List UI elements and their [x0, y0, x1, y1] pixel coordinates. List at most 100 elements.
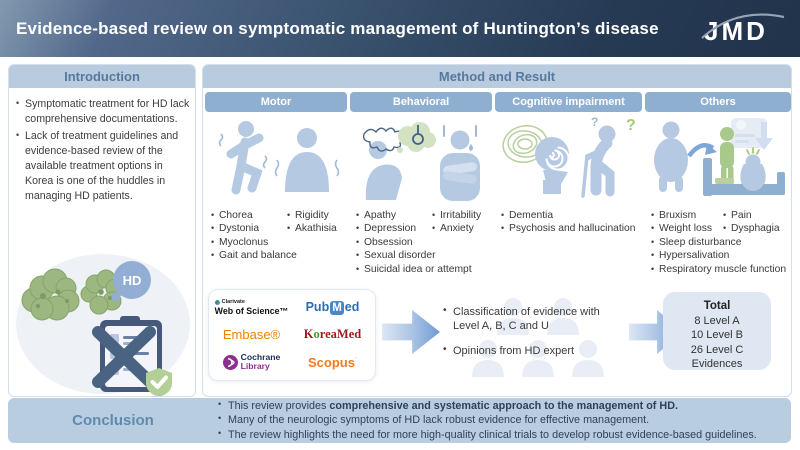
- slim-person-icon: [720, 127, 734, 186]
- pipeline-step: Classification of evidence with Level A,…: [443, 305, 629, 333]
- symptom: Dementia: [501, 209, 642, 223]
- brain-icon: [21, 268, 125, 321]
- classification-steps: Classification of evidence with Level A,…: [443, 305, 629, 358]
- column-behavioral: Behavioral: [350, 92, 492, 276]
- rigidity-person-head: [297, 128, 317, 148]
- others-symptoms: Bruxism Weight loss Sleep disturbance Hy…: [645, 209, 791, 276]
- symptom: Rigidity: [287, 209, 337, 223]
- method-result-panel: Method and Result Motor: [202, 64, 792, 397]
- jmd-logo-text: JMD: [704, 16, 768, 46]
- symptom: Depression: [356, 222, 492, 236]
- overweight-person-icon: [654, 121, 688, 192]
- total-line: Evidences: [691, 357, 743, 370]
- symptom: Irritability: [432, 209, 481, 223]
- others-icons: [654, 118, 785, 196]
- symptom: Sexual disorder: [356, 249, 492, 263]
- no-guideline-x-icon: [92, 326, 156, 388]
- clarivate-logo-mark: [214, 300, 220, 306]
- total-evidence-box: Total 8 Level A 10 Level B 26 Level C Ev…: [663, 292, 771, 370]
- classification-block: Classification of evidence with Level A,…: [443, 291, 629, 387]
- symptom: Chorea: [211, 209, 347, 223]
- total-line: 26 Level C: [690, 343, 744, 356]
- conclusion-band: Conclusion This review provides comprehe…: [8, 398, 791, 443]
- chorea-person-icon: [226, 133, 264, 195]
- cochrane-logo-mark: [222, 354, 238, 370]
- symptom: Apathy: [356, 209, 492, 223]
- column-others: Others: [645, 92, 791, 276]
- elderly-person-icon: [581, 125, 616, 198]
- stress-marks-icon: [443, 125, 477, 137]
- page-title: Evidence-based review on symptomatic man…: [16, 18, 659, 38]
- column-motor: Motor: [205, 92, 347, 263]
- cognitive-symptoms-left: Dementia Psychosis and hallucination: [501, 209, 642, 236]
- check-shield-icon: [146, 368, 172, 396]
- conclusion-bullet: The review highlights the need for more …: [218, 428, 757, 442]
- depressed-person-body: [365, 164, 402, 200]
- jmd-swoosh-icon: [701, 13, 785, 39]
- others-symptoms-right: Pain Dysphagia: [723, 209, 780, 236]
- cochrane-logo: Cochrane Library: [222, 353, 280, 371]
- introduction-bullets: Symptomatic treatment for HD lack compre…: [16, 97, 190, 204]
- question-mark-icon: ?: [626, 117, 636, 134]
- anxious-person-head: [450, 130, 470, 150]
- behavioral-symptoms-left: Apathy Depression Obsession Sexual disor…: [356, 209, 492, 276]
- title-bar: Evidence-based review on symptomatic man…: [0, 0, 800, 57]
- behavioral-header: Behavioral: [350, 92, 492, 112]
- intro-bullet: Lack of treatment guidelines and evidenc…: [16, 129, 190, 204]
- jmd-logo: JMD: [701, 13, 785, 46]
- symptom: Weight loss: [651, 222, 791, 236]
- symptom: Myoclonus: [211, 236, 347, 250]
- sleep-disturbance-icon: [703, 147, 785, 196]
- symptom: Dystonia: [211, 222, 347, 236]
- svg-text:HD: HD: [123, 273, 142, 288]
- web-of-science-logo: Clarivate Web of Science™: [214, 299, 289, 316]
- conclusion-bullet: This review provides comprehensive and s…: [218, 399, 757, 413]
- symptom: Respiratory muscle function: [651, 263, 791, 277]
- symptom: Gait and balance: [211, 249, 347, 263]
- web-of-science-label: Web of Science™: [214, 305, 289, 316]
- behavioral-symptoms-right: Irritability Anxiety: [432, 209, 481, 236]
- weight-loss-arrow-icon: [687, 143, 717, 158]
- symptom: Bruxism: [651, 209, 791, 223]
- motor-header: Motor: [205, 92, 347, 112]
- method-result-header: Method and Result: [203, 65, 791, 88]
- hd-brain-illustration: HD: [16, 254, 190, 396]
- column-cognitive: Cognitive impairment: [495, 92, 642, 236]
- cognitive-icons: ? ?: [502, 115, 636, 198]
- conclusion-bullet: Many of the neurologic symptoms of HD la…: [218, 413, 757, 427]
- clarivate-label: Clarivate: [221, 299, 245, 306]
- tremor-squiggles-icon: [218, 133, 268, 169]
- koreamed-logo: KoreaMed: [303, 327, 362, 342]
- motor-symptoms: Chorea Dystonia Myoclonus Gait and balan…: [205, 209, 347, 263]
- motor-icons: [218, 121, 340, 195]
- suicidal-thought-cloud-icon: [397, 122, 436, 153]
- symptom: Anxiety: [432, 222, 481, 236]
- symptom: Akathisia: [287, 222, 337, 236]
- motor-symptoms-left: Chorea Dystonia Myoclonus Gait and balan…: [211, 209, 347, 263]
- flow-arrow-icon: [382, 310, 440, 354]
- scribbled-thoughts-icon: [362, 127, 404, 152]
- weight-scale-icon: [731, 118, 773, 150]
- hd-badge: HD: [111, 261, 151, 302]
- rigidity-person-body: [285, 152, 329, 192]
- symptom: Sleep disturbance: [651, 236, 791, 250]
- rigidity-squiggles-icon: [274, 159, 340, 177]
- scopus-logo: Scopus˙: [308, 354, 357, 370]
- total-line: 10 Level B: [691, 329, 743, 342]
- others-symptoms-left: Bruxism Weight loss Sleep disturbance Hy…: [651, 209, 791, 276]
- total-title: Total: [703, 300, 731, 312]
- total-line: 8 Level A: [694, 314, 740, 327]
- others-header: Others: [645, 92, 791, 112]
- confusion-scribble-icon: [502, 125, 548, 163]
- behavioral-icons: [362, 122, 480, 201]
- motor-symptoms-right: Rigidity Akathisia: [287, 209, 337, 236]
- intro-bullet: Symptomatic treatment for HD lack compre…: [16, 97, 190, 127]
- symptom: Obsession: [356, 236, 492, 250]
- introduction-header: Introduction: [9, 65, 195, 88]
- brain-spots: [35, 289, 112, 309]
- dementia-head-icon: [535, 137, 570, 194]
- symptom: Dysphagia: [723, 222, 780, 236]
- symptom: Pain: [723, 209, 780, 223]
